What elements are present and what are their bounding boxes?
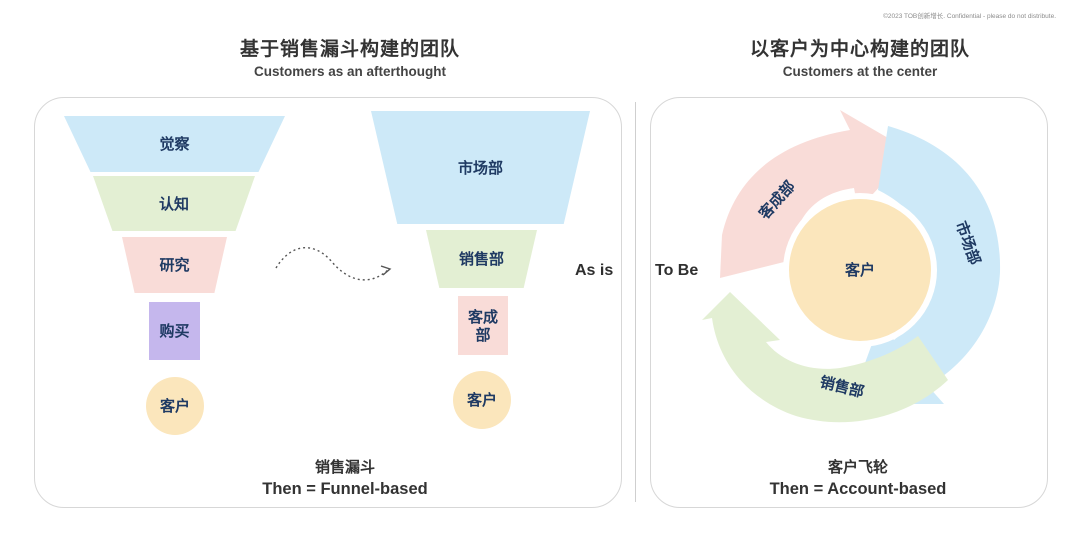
left-caption-cn: 销售漏斗 bbox=[314, 458, 375, 476]
funnel1-customer-circle bbox=[146, 377, 204, 435]
as-is-label: As is bbox=[575, 262, 614, 279]
right-caption-en: Then = Account-based bbox=[769, 480, 947, 498]
customer-flywheel bbox=[702, 110, 1001, 423]
funnel2-label-sales: 销售部 bbox=[458, 250, 504, 268]
funnel2-stage-success bbox=[458, 296, 508, 355]
left-subtitle: Customers as an afterthought bbox=[253, 64, 447, 79]
funnel2-label-success: 客成 部 bbox=[467, 307, 498, 344]
funnel1-label-research: 研究 bbox=[159, 256, 190, 274]
flywheel-center-circle bbox=[783, 193, 937, 347]
panel-divider bbox=[635, 102, 636, 502]
funnel1-stage-purchase bbox=[149, 302, 200, 360]
funnel1-label-awareness: 觉察 bbox=[159, 135, 190, 153]
funnel2-label-marketing: 市场部 bbox=[457, 159, 503, 177]
flywheel-center-label: 客户 bbox=[844, 261, 875, 279]
flywheel-arrow-success bbox=[720, 110, 912, 278]
funnel2-customer-label: 客户 bbox=[466, 391, 497, 409]
funnel1-stage-cognition bbox=[93, 176, 255, 231]
to-be-label: To Be bbox=[655, 262, 699, 279]
funnel1-stage-research bbox=[122, 237, 227, 293]
right-caption: 客户飞轮 Then = Account-based bbox=[728, 456, 988, 500]
transition-arrow bbox=[275, 247, 392, 281]
funnel1-stage-awareness bbox=[64, 116, 285, 172]
left-title: 基于销售漏斗构建的团队 bbox=[239, 38, 460, 60]
right-title: 以客户为中心构建的团队 bbox=[749, 38, 970, 60]
flywheel-arrow-sales bbox=[702, 292, 948, 423]
funnel1-label-purchase: 购买 bbox=[159, 322, 190, 340]
right-subtitle: Customers at the center bbox=[782, 64, 938, 79]
funnel1-customer-label: 客户 bbox=[159, 397, 190, 415]
left-caption: 销售漏斗 Then = Funnel-based bbox=[200, 456, 490, 500]
funnel2-stage-marketing bbox=[371, 111, 590, 224]
funnel2-customer-circle bbox=[453, 371, 511, 429]
right-caption-cn: 客户飞轮 bbox=[827, 458, 888, 476]
left-caption-en: Then = Funnel-based bbox=[262, 480, 428, 498]
funnel2-stage-sales bbox=[426, 230, 537, 288]
copyright-notice: ©2023 TOB创新增长. Confidential - please do … bbox=[883, 13, 1056, 20]
funnel1-label-cognition: 认知 bbox=[158, 194, 189, 213]
